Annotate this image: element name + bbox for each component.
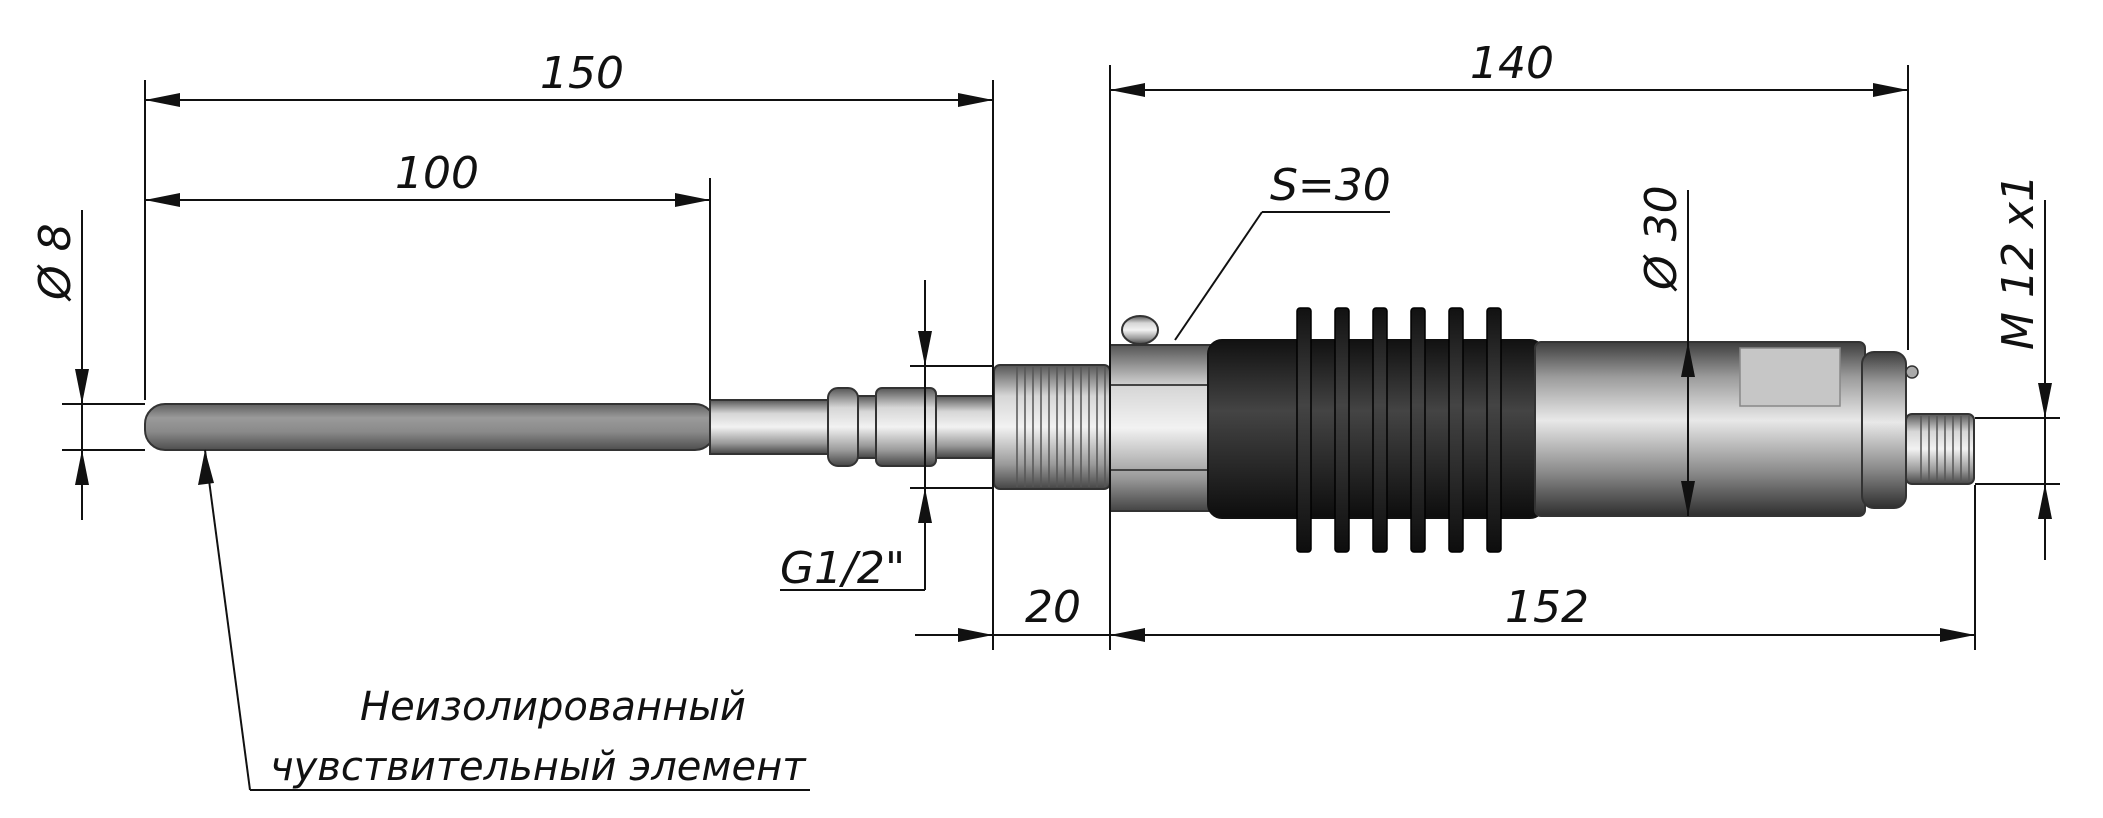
connector-thread bbox=[1916, 416, 1970, 482]
arrowheads bbox=[75, 83, 2052, 642]
end-cap-dot bbox=[1905, 365, 1919, 379]
dim-150: 150 bbox=[540, 48, 624, 99]
dim-140: 140 bbox=[1470, 38, 1554, 89]
fitting-ring-1 bbox=[827, 387, 859, 467]
note-line-2: чувствительный элемент bbox=[270, 744, 807, 790]
dim-152: 152 bbox=[1505, 582, 1589, 633]
dim-m12: M 12 x1 bbox=[1993, 174, 2044, 350]
dim-20: 20 bbox=[1025, 582, 1081, 633]
sensor-body bbox=[144, 307, 1975, 553]
dim-phi30: Ø 30 bbox=[1636, 185, 1687, 292]
housing-label bbox=[1739, 347, 1841, 407]
probe-sleeve bbox=[709, 399, 831, 455]
dim-phi8: Ø 8 bbox=[30, 223, 81, 302]
cooling-fins bbox=[1296, 307, 1502, 553]
end-cap bbox=[1861, 351, 1907, 509]
note-line-1: Неизолированный bbox=[360, 684, 746, 730]
fitting-ring-3 bbox=[875, 387, 937, 467]
thread-lines bbox=[1012, 367, 1106, 487]
probe-rod bbox=[144, 403, 716, 451]
hex-nut bbox=[1109, 344, 1211, 512]
dim-g12: G1/2" bbox=[780, 543, 905, 594]
fitting-neck bbox=[935, 395, 995, 459]
dim-s30: S=30 bbox=[1270, 160, 1391, 211]
fitting-ring-2 bbox=[857, 395, 877, 459]
dim-100: 100 bbox=[395, 148, 479, 199]
set-screw bbox=[1121, 315, 1159, 345]
